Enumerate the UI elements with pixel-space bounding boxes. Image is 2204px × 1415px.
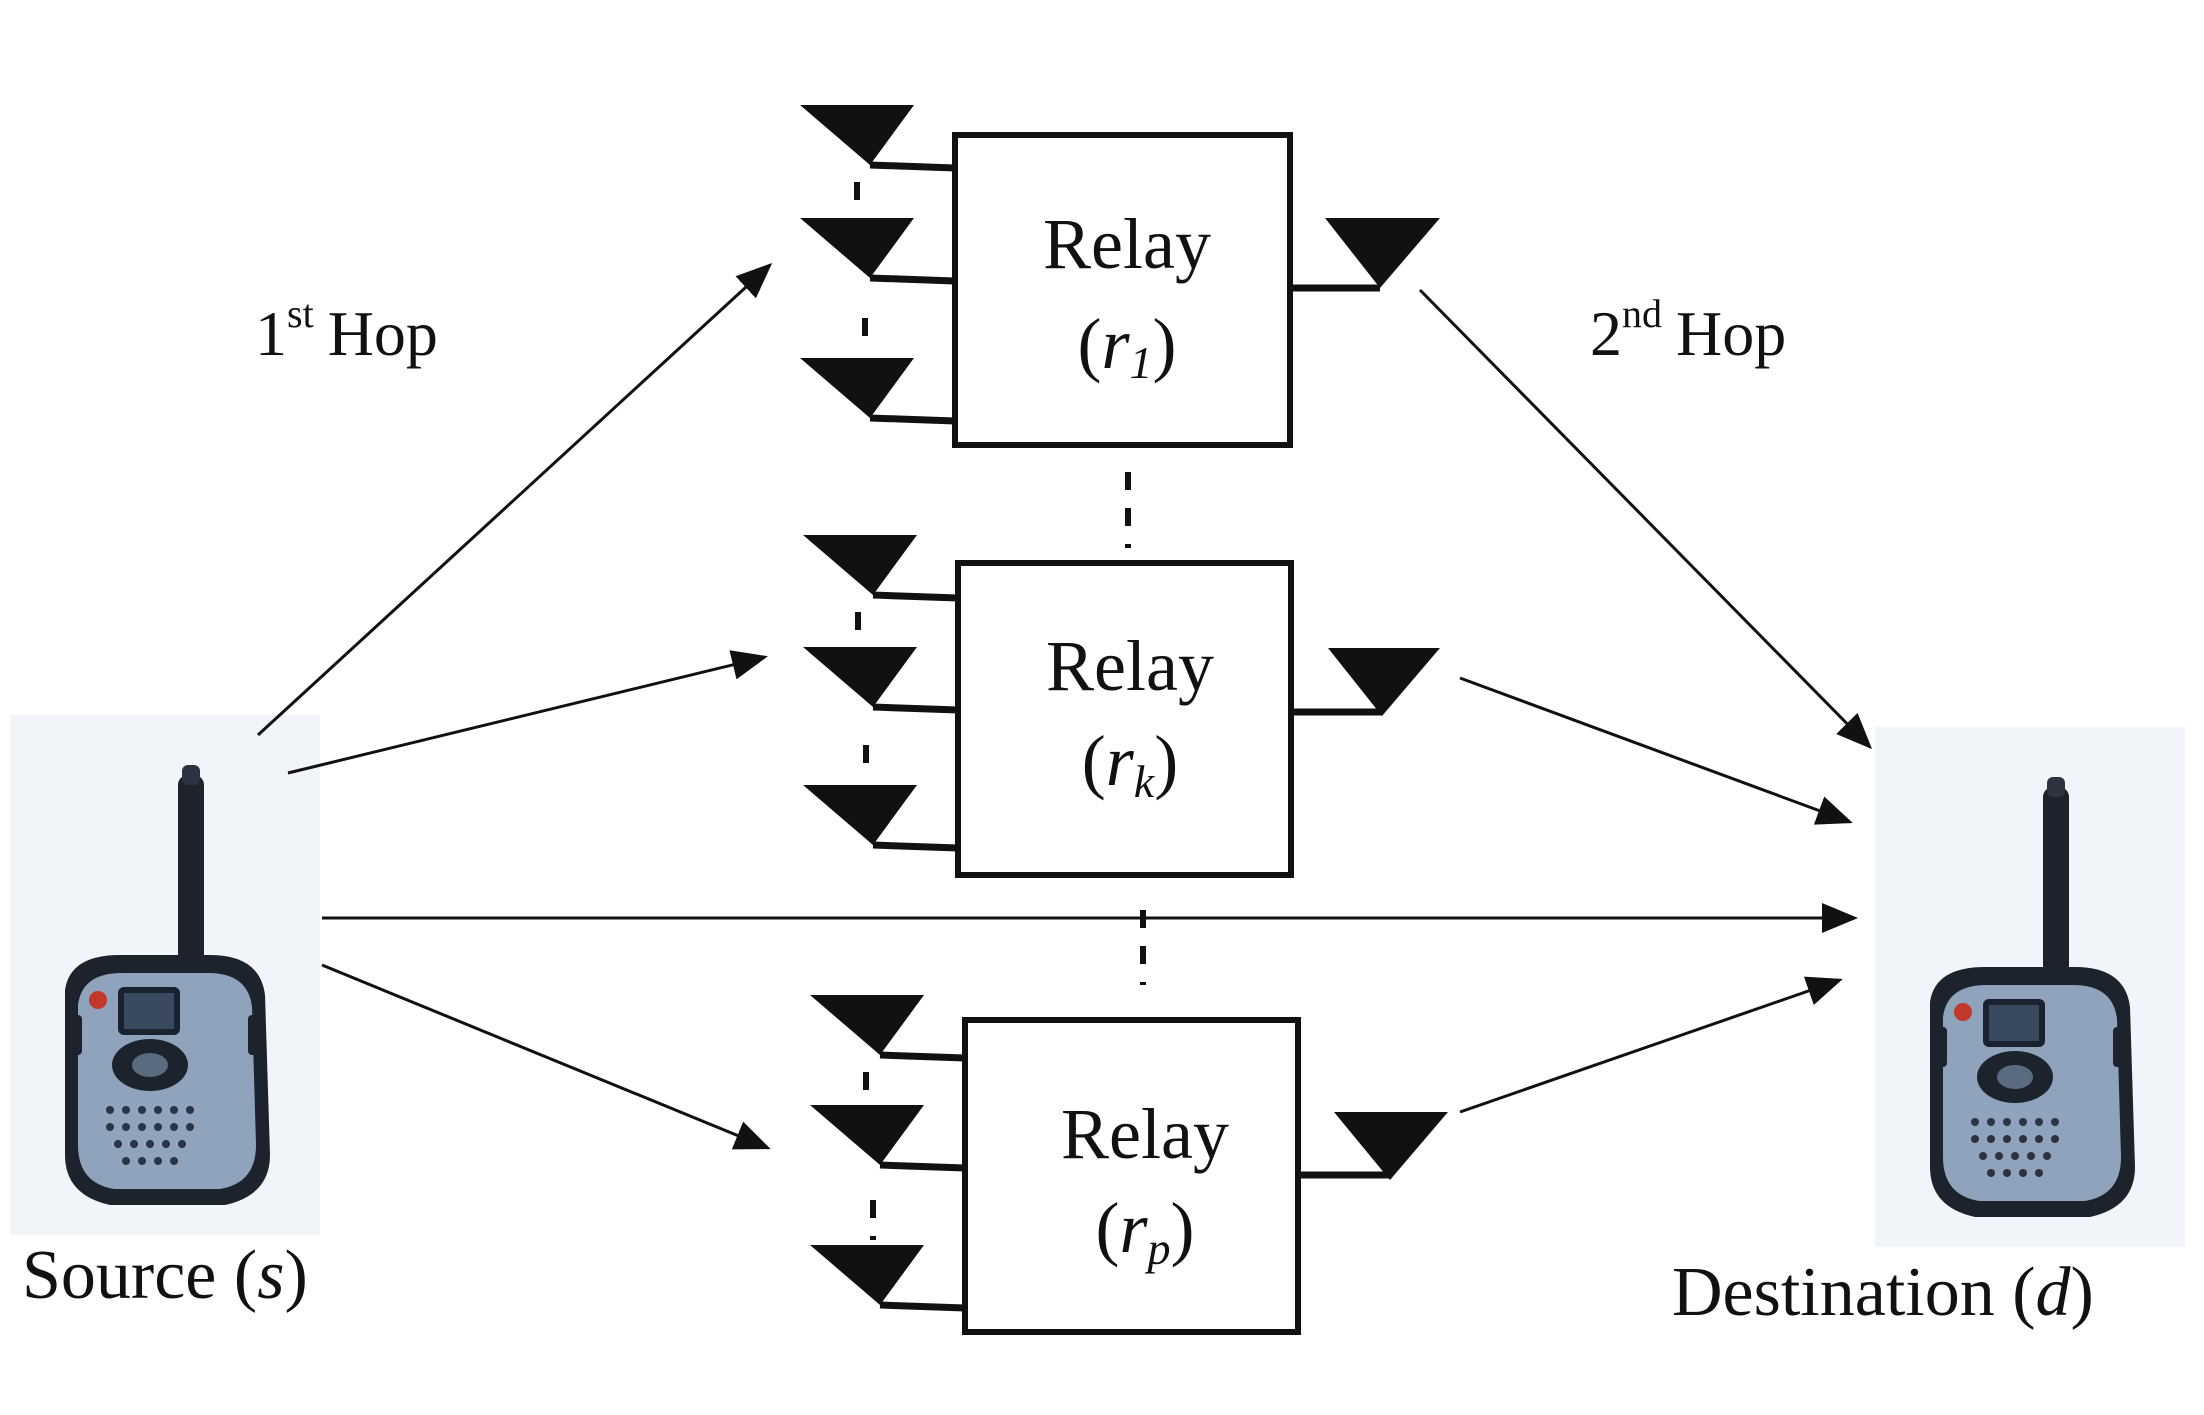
arrow-source-to-relay-k xyxy=(287,650,768,775)
antenna-icon xyxy=(810,995,924,1055)
relay-k-box xyxy=(955,560,1294,878)
arrow-relay-k-to-destination xyxy=(1459,676,1853,825)
relay-1-title: Relay xyxy=(1043,204,1211,284)
relay-k: Relay (rk) xyxy=(803,535,1440,878)
relay-k-title: Relay xyxy=(1046,626,1214,706)
antenna-icon xyxy=(800,105,914,165)
source-radio-image xyxy=(10,715,320,1235)
destination-radio-image xyxy=(1875,727,2185,1247)
arrow-relay-p-to-destination xyxy=(1459,976,1843,1114)
arrow-relay-1-to-destination xyxy=(1418,288,1873,750)
antenna-icon xyxy=(810,1245,924,1305)
antenna-icon xyxy=(1334,1112,1448,1180)
arrow-source-to-relay-p xyxy=(321,963,771,1150)
relay-1-box xyxy=(952,132,1293,448)
relay-k-symbol: (rk) xyxy=(1082,721,1178,807)
relay-p: Relay (rp) xyxy=(810,995,1448,1335)
relay-p-box xyxy=(962,1017,1301,1335)
source-label: Source (s) xyxy=(22,1237,308,1314)
relay-1: Relay (r1) xyxy=(800,105,1440,448)
relay-p-title: Relay xyxy=(1061,1094,1229,1174)
arrow-source-to-relay-1 xyxy=(256,262,773,737)
relay-1-symbol: (r1) xyxy=(1078,304,1177,388)
relay-p-symbol: (rp) xyxy=(1096,1188,1195,1274)
antenna-icon xyxy=(1328,648,1440,716)
antenna-icon xyxy=(1325,218,1440,288)
antenna-icon xyxy=(810,1105,924,1165)
antenna-icon xyxy=(800,358,914,418)
antenna-icon xyxy=(803,785,917,845)
destination-label: Destination (d) xyxy=(1672,1254,2094,1331)
antenna-icon xyxy=(803,647,917,707)
antenna-icon xyxy=(803,535,917,595)
antenna-icon xyxy=(800,218,914,278)
